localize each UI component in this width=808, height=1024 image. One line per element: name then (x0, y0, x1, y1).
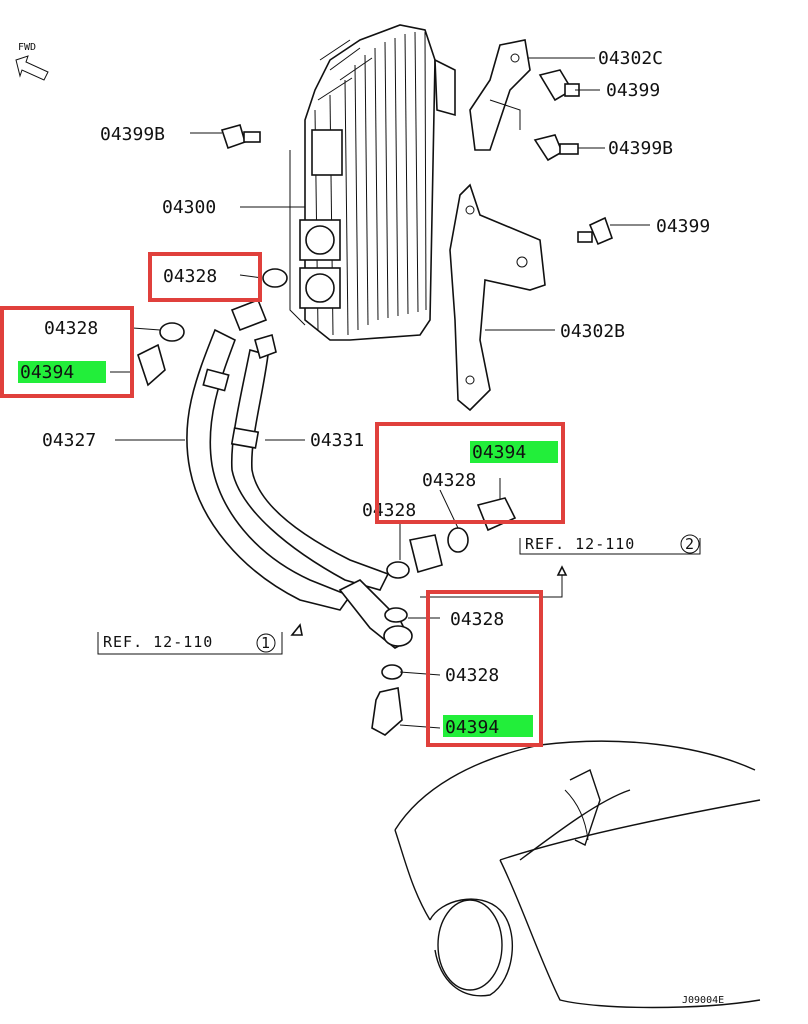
reference-right[interactable]: REF. 12-110 2 (519, 534, 701, 555)
highlight-04394-upper (470, 441, 558, 463)
label-04302b[interactable]: 04302B (560, 321, 625, 342)
label-04394-box4[interactable]: 04394 (445, 717, 499, 738)
label-04328-box4a[interactable]: 04328 (450, 609, 504, 630)
bracket-drawing (449, 39, 546, 412)
highlight-04394-lower (443, 715, 533, 737)
annotation-box-3 (375, 422, 565, 524)
reference-right-number: 2 (685, 535, 695, 553)
leader-lines (110, 57, 650, 729)
forward-arrow-icon: FWD (15, 42, 49, 81)
annotation-box-1 (148, 252, 262, 302)
label-04399-top[interactable]: 04399 (606, 80, 660, 101)
label-04300[interactable]: 04300 (162, 197, 216, 218)
reference-left-number: 1 (261, 634, 271, 652)
label-04331[interactable]: 04331 (310, 430, 364, 451)
drawing-id: J09004E (682, 995, 724, 1006)
reference-left-label: REF. 12-110 (103, 633, 213, 651)
highlight-04394-left (18, 361, 106, 383)
label-04394-box3[interactable]: 04394 (472, 442, 526, 463)
label-04328-box3[interactable]: 04328 (422, 470, 476, 491)
label-04399b-left[interactable]: 04399B (100, 124, 165, 145)
vehicle-outline-drawing (394, 740, 761, 1009)
fwd-label: FWD (18, 42, 36, 53)
label-04328-mid[interactable]: 04328 (362, 500, 416, 521)
label-04302c[interactable]: 04302C (598, 48, 663, 69)
oil-cooler-drawing (289, 24, 456, 341)
label-04327[interactable]: 04327 (42, 430, 96, 451)
reference-left[interactable]: REF. 12-110 1 (97, 632, 283, 655)
reference-right-label: REF. 12-110 (525, 535, 635, 553)
label-04399b-right[interactable]: 04399B (608, 138, 673, 159)
annotation-box-4 (426, 590, 543, 747)
label-04328-box4b[interactable]: 04328 (445, 665, 499, 686)
label-04394-box2[interactable]: 04394 (20, 362, 74, 383)
annotation-box-2 (0, 306, 134, 398)
label-04328-box1[interactable]: 04328 (163, 266, 217, 287)
label-04328-box2[interactable]: 04328 (44, 318, 98, 339)
bolt-drawings (220, 69, 614, 246)
label-04399-mid[interactable]: 04399 (656, 216, 710, 237)
